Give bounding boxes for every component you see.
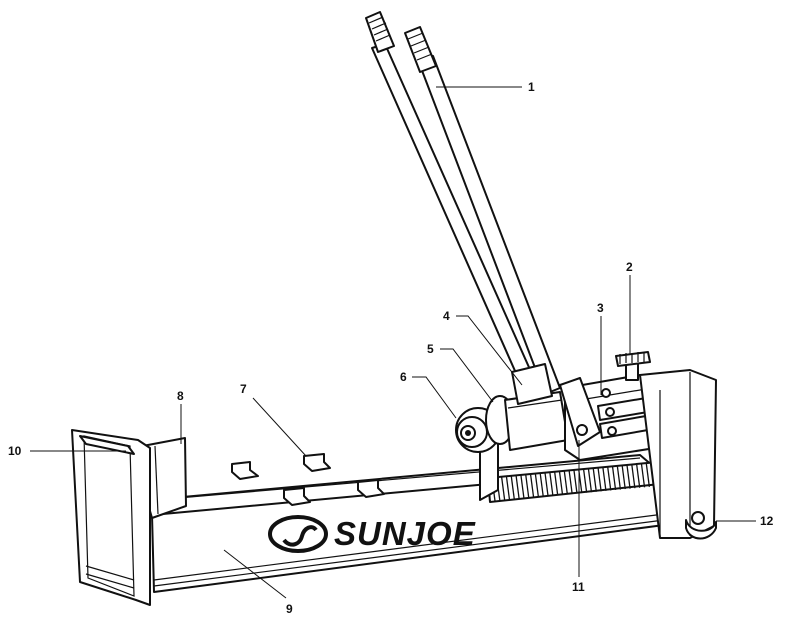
- rear-wheel: [692, 512, 704, 524]
- handle-grip-right: [405, 27, 436, 72]
- callout-11: 11: [572, 580, 585, 594]
- callout-9: 9: [286, 602, 293, 616]
- end-plate: [72, 430, 150, 605]
- callout-1: 1: [528, 80, 535, 94]
- callout-12: 12: [760, 514, 774, 528]
- callout-7: 7: [240, 382, 247, 396]
- handle-grip-left: [366, 12, 394, 52]
- callout-6: 6: [400, 370, 407, 384]
- callout-3: 3: [597, 301, 604, 315]
- callout-8: 8: [177, 389, 184, 403]
- handle-assembly: [366, 12, 560, 398]
- callout-2: 2: [626, 260, 633, 274]
- leader-line-5: [440, 349, 493, 402]
- leader-line-6: [412, 377, 456, 418]
- callout-4: 4: [443, 309, 450, 323]
- leader-line-7: [253, 398, 306, 456]
- callout-5: 5: [427, 342, 434, 356]
- pump-assembly: [560, 352, 655, 460]
- handle-pole-left: [372, 44, 540, 398]
- brand-logo-text: SUNJOE: [334, 515, 476, 552]
- callout-10: 10: [8, 444, 22, 458]
